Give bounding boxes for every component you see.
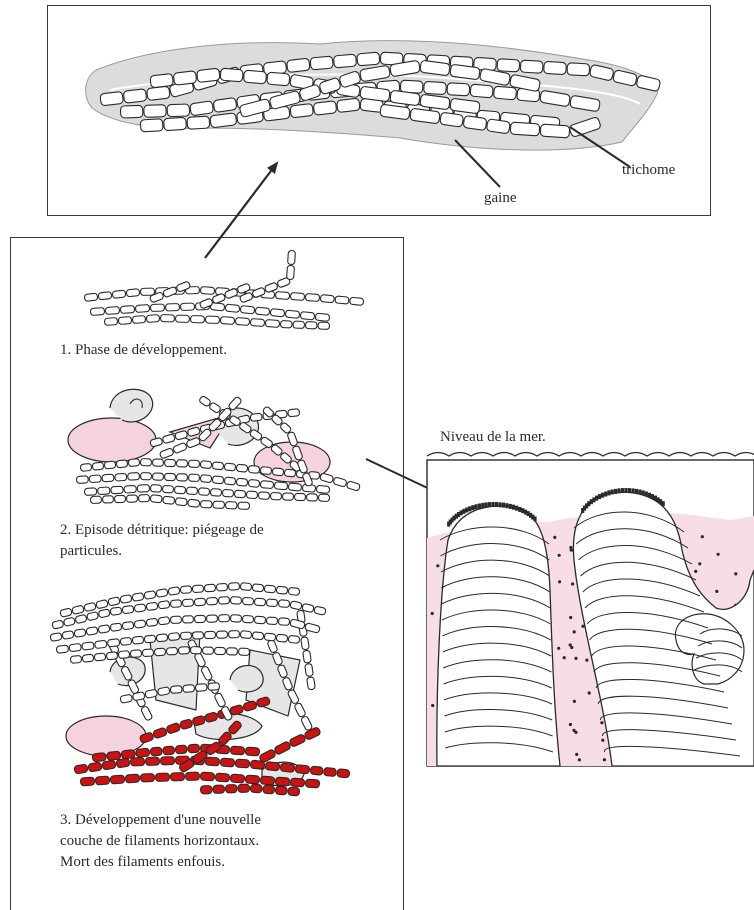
- cross-section: [427, 460, 754, 766]
- filament-cell-chain: [90, 495, 149, 504]
- filament-cell-chain: [303, 650, 316, 690]
- filament-cell-chain: [160, 315, 219, 324]
- caption-phase-2-line-2: particules.: [60, 541, 380, 562]
- label-sea-level: Niveau de la mer.: [440, 427, 546, 448]
- filament-cell-chain: [84, 485, 149, 496]
- dead-filament-chain: [289, 727, 321, 748]
- dead-filament-chain: [80, 774, 139, 786]
- filament-cell-chain: [200, 501, 249, 510]
- stage-3-new-horizontal-layer: [50, 583, 326, 664]
- dead-filament-chain: [140, 772, 199, 782]
- filament-cell-chain: [287, 250, 296, 279]
- filament-cell-chain: [230, 615, 289, 626]
- filament-cell-chain: [200, 461, 260, 474]
- filament-cell-chain: [240, 583, 300, 596]
- dead-filament-chain: [200, 772, 259, 784]
- filament-cell-chain: [210, 303, 270, 316]
- filament-cell-chain: [270, 309, 330, 322]
- dead-filament-chain: [259, 741, 292, 763]
- caption-phase-3: 3. Développement d'une nouvelle couche d…: [60, 810, 380, 873]
- filament-cell-chain: [170, 615, 229, 624]
- caption-phase-3-line-1: 3. Développement d'une nouvelle: [60, 810, 380, 831]
- filament-cell-chain: [84, 289, 140, 302]
- filament-cell-chain: [190, 647, 249, 656]
- dead-filament-chain: [310, 766, 350, 778]
- filament-cell-chain: [230, 597, 289, 608]
- filament-cell-chain: [210, 489, 269, 500]
- filament-cell-chain: [110, 617, 170, 632]
- filament-cell-chain: [90, 305, 149, 316]
- caption-phase-3-line-3: Mort des filaments enfouis.: [60, 852, 380, 873]
- caption-phase-2-line-1: 2. Episode détritique: piégeage de: [60, 520, 380, 541]
- filament-cell-chain: [170, 597, 229, 608]
- filament-cell-chain: [220, 317, 279, 328]
- filament-cell-chain: [287, 689, 313, 731]
- trichome-cell-chain: [120, 104, 189, 118]
- filament-cell-chain: [290, 601, 326, 616]
- filament-cell-chain: [180, 583, 239, 594]
- dead-filament-chain: [200, 784, 249, 794]
- filament-cell-chain: [200, 475, 260, 488]
- dead-filament-chain: [150, 744, 199, 756]
- filament-cell-chain: [140, 459, 199, 468]
- caption-phase-2: 2. Episode détritique: piégeage de parti…: [60, 520, 380, 562]
- stage-1-filaments: [84, 250, 363, 329]
- filament-cell-chain: [56, 639, 120, 654]
- filament-cell-chain: [150, 485, 209, 496]
- label-trichome: trichome: [622, 160, 675, 181]
- filament-cell-chain: [76, 473, 139, 484]
- filament-cell-chain: [320, 295, 363, 306]
- filament-cell-chain: [150, 495, 200, 508]
- caption-phase-1: 1. Phase de développement.: [60, 340, 227, 361]
- sea-surface: [427, 453, 754, 457]
- caption-phase-3-line-2: couche de filaments horizontaux.: [60, 831, 380, 852]
- label-gaine: gaine: [484, 188, 516, 209]
- filament-cell-chain: [140, 473, 199, 482]
- filament-cell-chain: [180, 631, 239, 640]
- filament-cell-chain: [270, 493, 329, 502]
- filament-cell-chain: [280, 321, 329, 330]
- arrow-to-detail: [205, 163, 277, 258]
- filament-cell-chain: [104, 315, 159, 326]
